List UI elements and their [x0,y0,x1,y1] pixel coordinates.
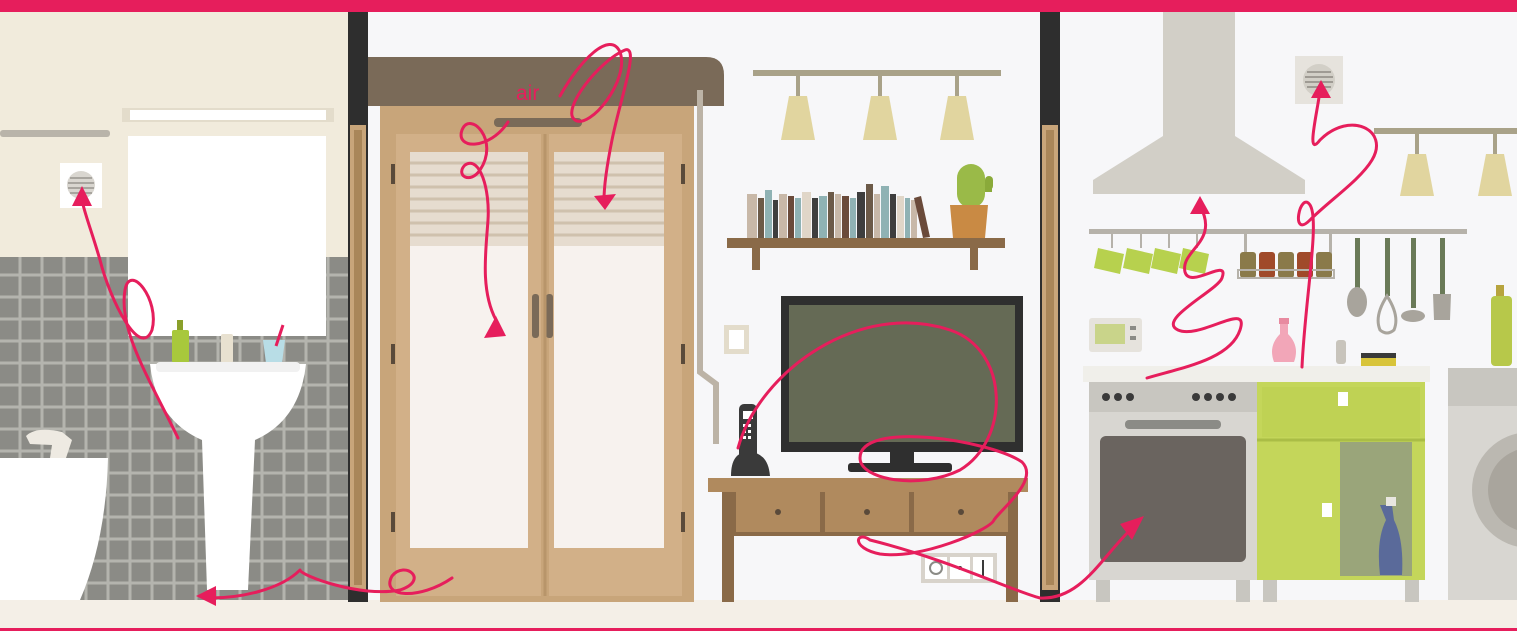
thermostat-icon [1089,318,1142,352]
wardrobe [368,57,724,602]
bathroom-mirror [122,108,334,336]
kitchen-counter [1083,366,1430,382]
floor [0,600,1517,631]
air-label: air [516,82,539,105]
oven-icon [1089,382,1257,602]
top-accent-bar [0,0,1517,12]
oil-bottle-icon [1491,285,1512,366]
utensil-rail [1089,229,1467,234]
kitchen-cabinet [1257,382,1425,602]
light-switch [724,325,749,354]
bathroom-towel-bar [0,130,110,137]
divider-wall-left [348,12,368,602]
divider-wall-right [1040,12,1060,602]
washing-machine-icon [1448,368,1517,600]
